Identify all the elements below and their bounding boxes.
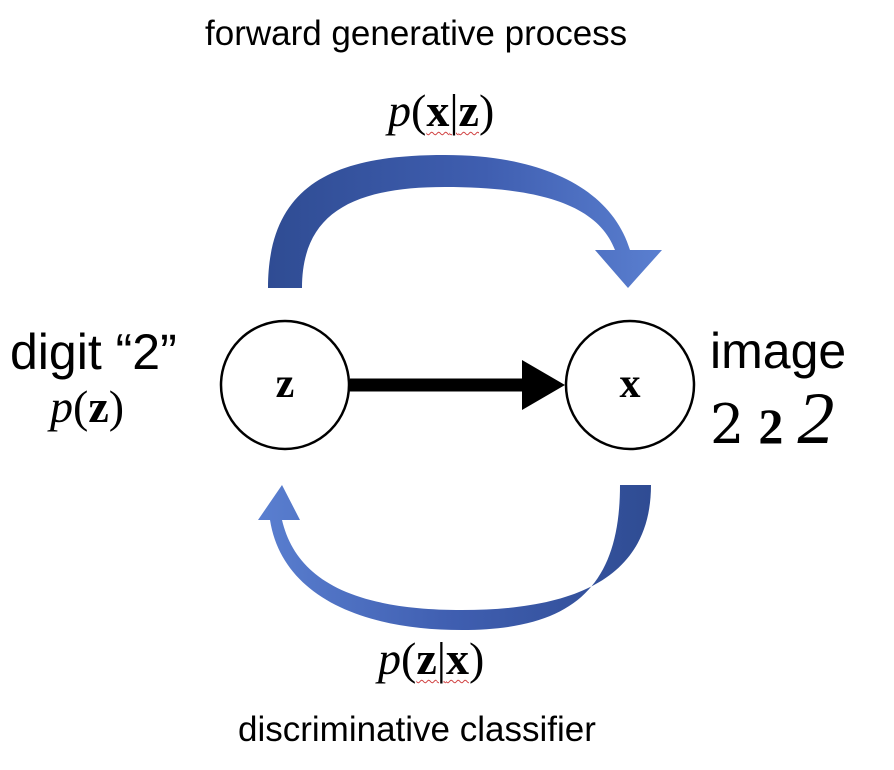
formula-paren-close: ) — [468, 633, 485, 684]
prior-paren-open: ( — [73, 381, 89, 432]
formula-x: x — [426, 85, 450, 136]
observed-node-circle — [564, 319, 696, 451]
bottom-caption: discriminative classifier — [238, 710, 596, 749]
prior-formula: p(z) — [50, 380, 124, 433]
likelihood-formula: p(x|z) — [388, 84, 494, 137]
generative-curved-arrow — [268, 155, 662, 288]
prior-z: z — [88, 381, 109, 432]
formula-paren-close: ) — [478, 85, 495, 136]
right-label: image — [710, 323, 847, 379]
digit-sample: 2 — [710, 393, 745, 456]
left-label: digit “2” — [10, 324, 177, 380]
top-caption: forward generative process — [205, 14, 628, 53]
formula-paren-open: ( — [401, 633, 417, 684]
digit-sample: 2 — [797, 378, 835, 460]
latent-node-label: z — [275, 361, 295, 407]
formula-z: z — [416, 633, 437, 684]
observed-node-label: x — [619, 361, 641, 407]
latent-node-circle — [219, 319, 351, 451]
prior-paren-close: ) — [108, 381, 125, 432]
formula-z: z — [458, 85, 479, 136]
formula-x: x — [445, 633, 469, 684]
posterior-formula: p(z|x) — [378, 632, 484, 685]
prior-p: p — [50, 381, 73, 432]
formula-bar: | — [436, 633, 446, 684]
formula-p: p — [388, 85, 411, 136]
edge-arrowhead — [522, 360, 565, 410]
digit-sample: 2 — [758, 398, 784, 454]
formula-paren-open: ( — [411, 85, 427, 136]
digit-samples: 2 2 2 — [710, 377, 835, 460]
formula-bar: | — [449, 85, 459, 136]
formula-p: p — [378, 633, 401, 684]
discriminative-curved-arrow — [258, 485, 651, 630]
